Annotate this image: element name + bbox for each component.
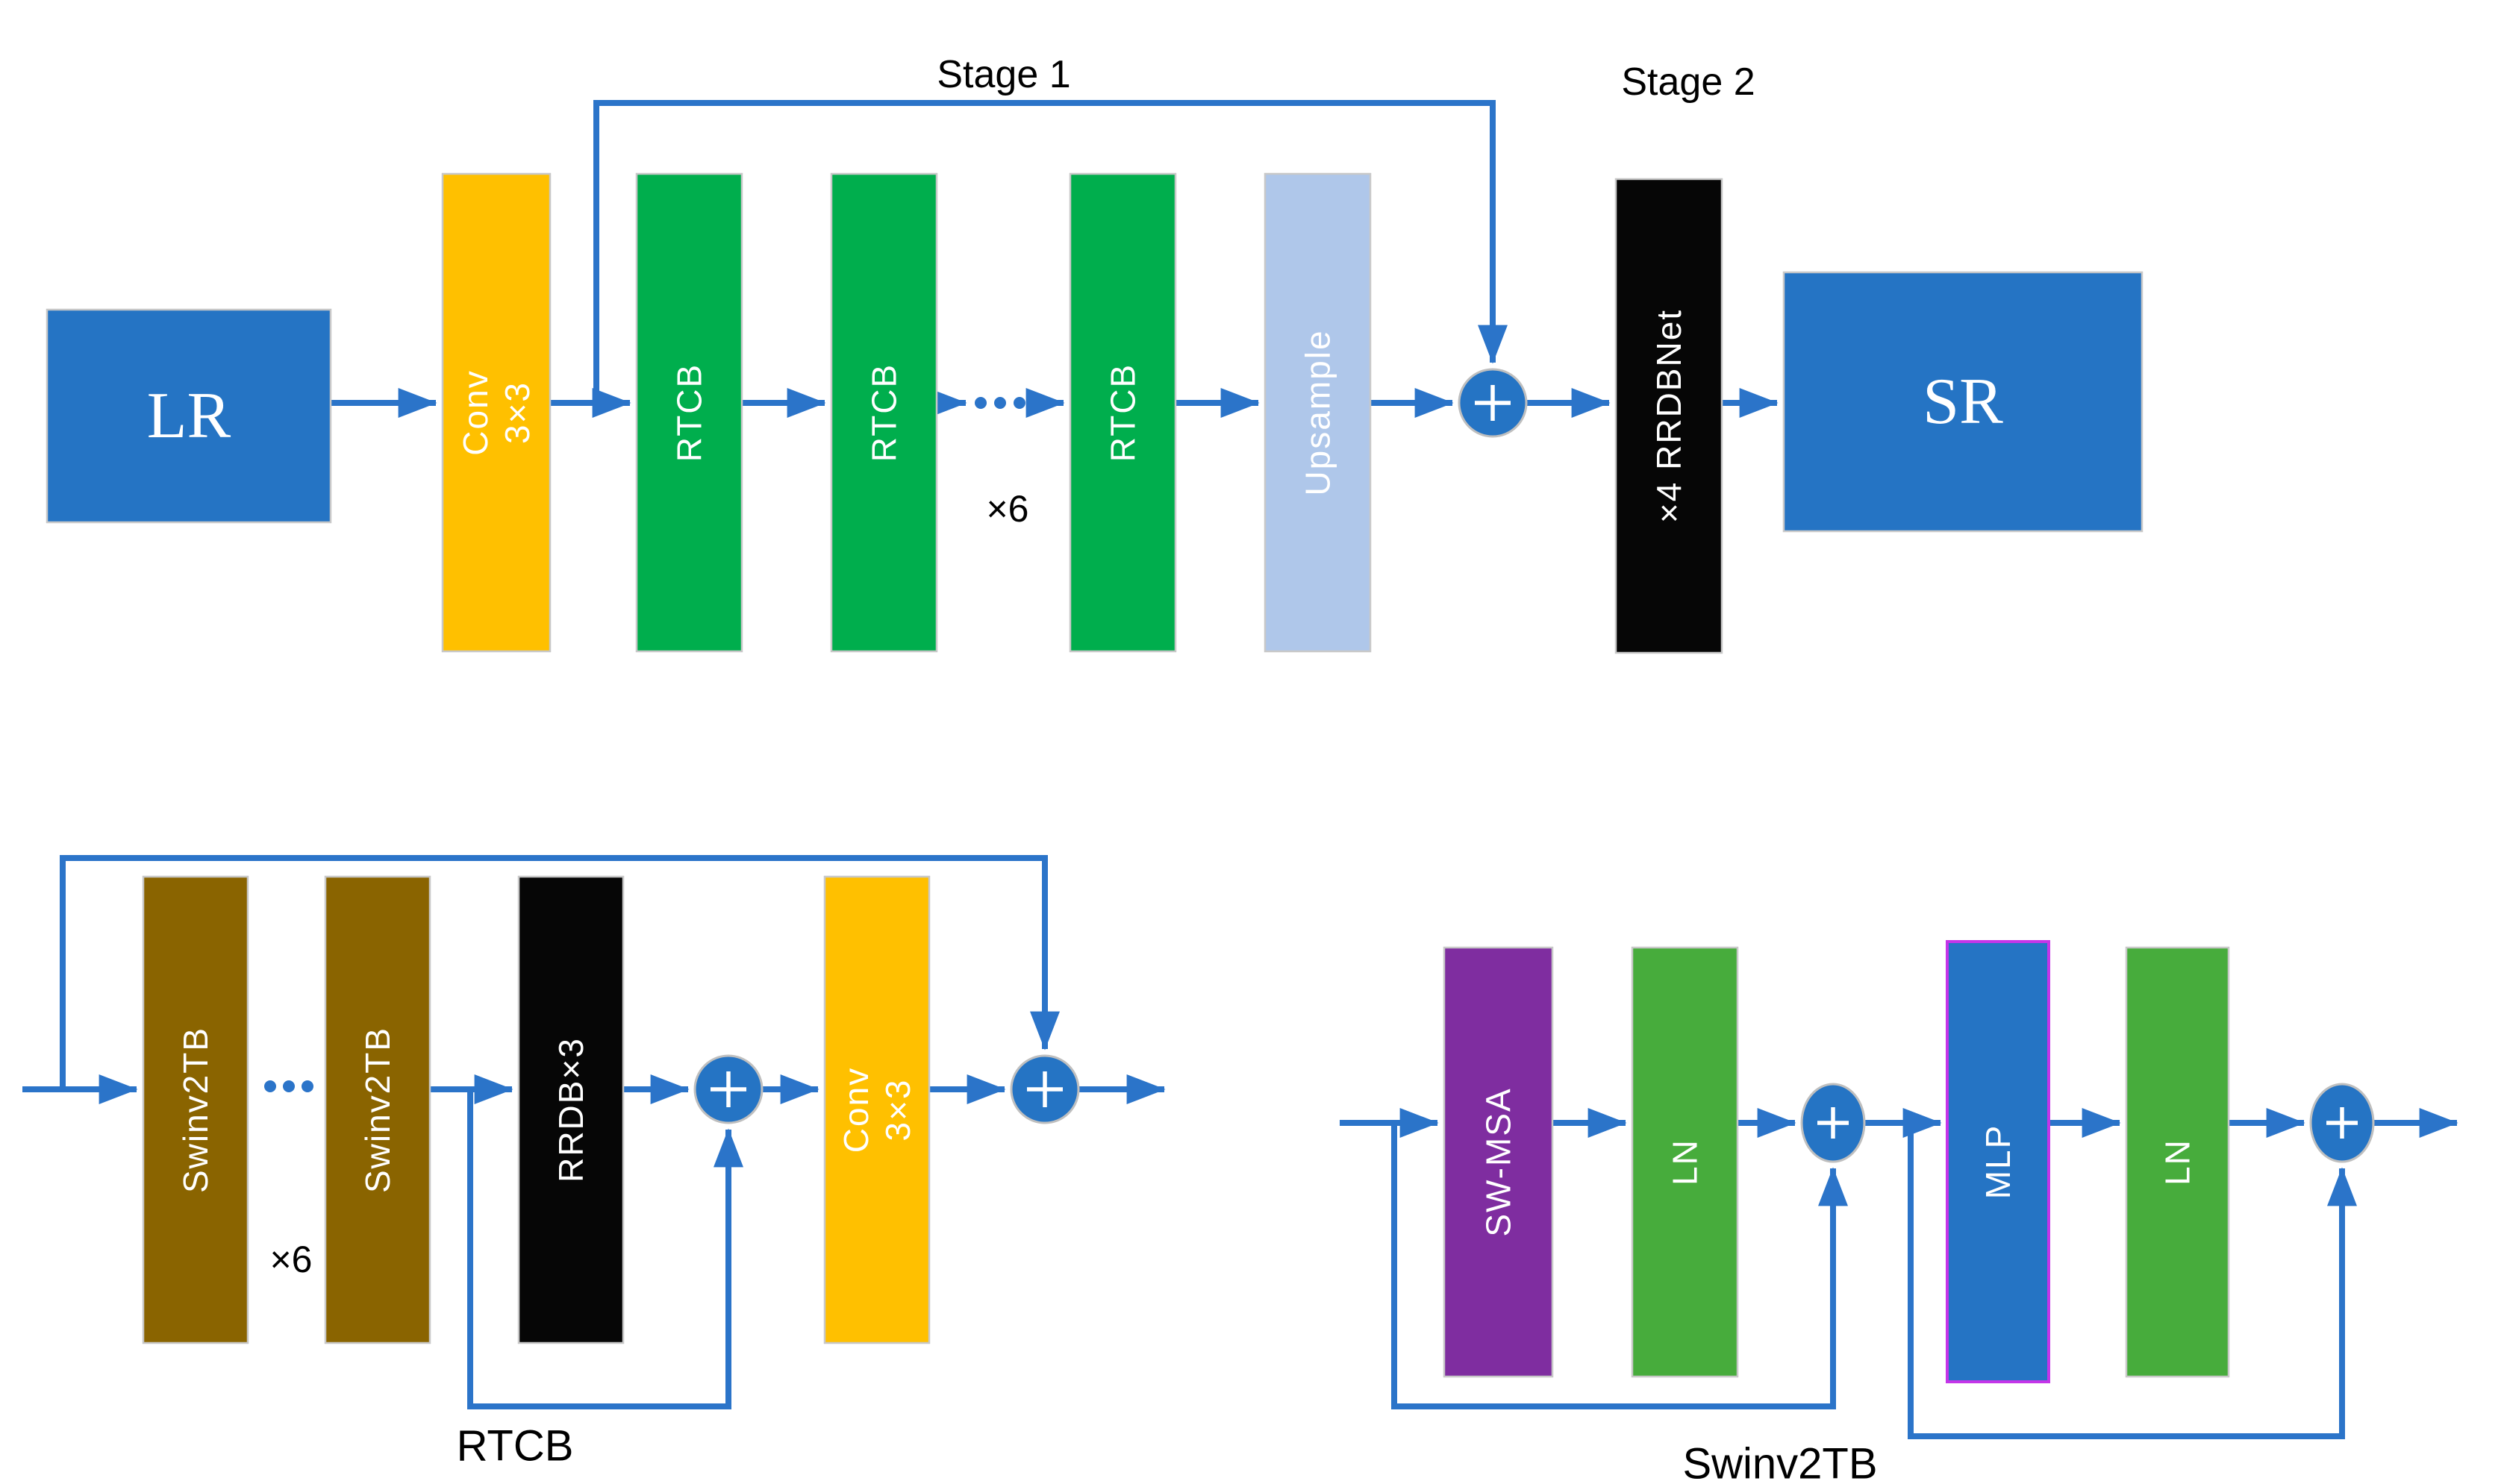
- swinv2tb-bar-2-label: Swinv2TB: [358, 1027, 397, 1193]
- rrdbnet-bar-label: ×4 RRDBNet: [1649, 309, 1688, 523]
- rrdbx3-bar-label: RRDB×3: [552, 1037, 590, 1183]
- rtcb-bar-1: [635, 172, 743, 653]
- sum-rtcb-2-plus-icon: [1027, 1071, 1063, 1107]
- swinv2tb-bar-2: [324, 875, 431, 1344]
- dots-rtcb-dot-1: [264, 1080, 276, 1092]
- upsample-bar-label: Upsample: [1299, 329, 1337, 495]
- sum-swin-1-plus-icon: [1817, 1107, 1849, 1139]
- lr-box: [46, 308, 332, 524]
- edge-rtcb-long-skip: [60, 855, 1060, 1089]
- swmsa-bar-label: SW-MSA: [1479, 1087, 1518, 1236]
- rtcb-bar-2-label: RTCB: [865, 363, 904, 462]
- rtcb-bar-3: [1069, 172, 1177, 653]
- conv-head-bar: [441, 172, 552, 653]
- sr-box: [1782, 271, 2144, 533]
- dots-stage1-dot-3: [1014, 397, 1025, 409]
- ln-bar-2-label: LN: [2158, 1139, 2197, 1186]
- mlp-bar: [1946, 940, 2050, 1383]
- conv-rtcb-bar: [823, 875, 931, 1344]
- dots-rtcb-dot-3: [302, 1080, 313, 1092]
- times6-top-label: ×6: [986, 488, 1028, 530]
- ln-bar-1: [1631, 946, 1739, 1378]
- rtcb-bar-3-label: RTCB: [1104, 363, 1143, 462]
- swinv2tb-bar-1-label: Swinv2TB: [176, 1027, 215, 1193]
- conv-rtcb-bar-label: Conv3×3: [837, 1067, 917, 1153]
- edge-rtcb-inner-skip: [467, 1089, 743, 1409]
- sum-rtcb-1-plus-icon: [711, 1071, 746, 1107]
- ln-bar-1-label: LN: [1666, 1139, 1705, 1186]
- edge-swin-skip-2: [1908, 1123, 2357, 1439]
- rtcb-bar-1-label: RTCB: [670, 363, 709, 462]
- upsample-bar: [1264, 172, 1372, 653]
- rtcb-caption: RTCB: [457, 1422, 574, 1471]
- sum-swin-2-plus-icon: [2326, 1107, 2358, 1139]
- rtcb-bar-2: [830, 172, 938, 653]
- mlp-bar-label: MLP: [1979, 1124, 2017, 1200]
- sum-stage1-plus-icon: [1475, 385, 1511, 421]
- dots-rtcb-dot-2: [283, 1080, 295, 1092]
- edge-swin-skip-1: [1391, 1123, 1848, 1409]
- sr-box-label: SR: [1923, 366, 2003, 438]
- swmsa-bar: [1443, 946, 1554, 1378]
- dots-stage1-dot-2: [994, 397, 1006, 409]
- stage-2-label: Stage 2: [1621, 60, 1755, 104]
- swinv2tb-bar-1: [142, 875, 249, 1344]
- dots-stage1-dot-1: [975, 397, 987, 409]
- rrdbx3-bar: [517, 875, 625, 1344]
- ln-bar-2: [2125, 946, 2230, 1378]
- times6-bottom-label: ×6: [269, 1239, 312, 1280]
- lr-box-label: LR: [147, 380, 231, 452]
- stage-1-label: Stage 1: [937, 53, 1070, 96]
- edge-stage1-skip: [593, 100, 1508, 403]
- swinv2tb-caption: Swinv2TB: [1682, 1440, 1877, 1484]
- conv-head-bar-label: Conv3×3: [456, 369, 537, 455]
- rrdbnet-bar: [1614, 178, 1723, 654]
